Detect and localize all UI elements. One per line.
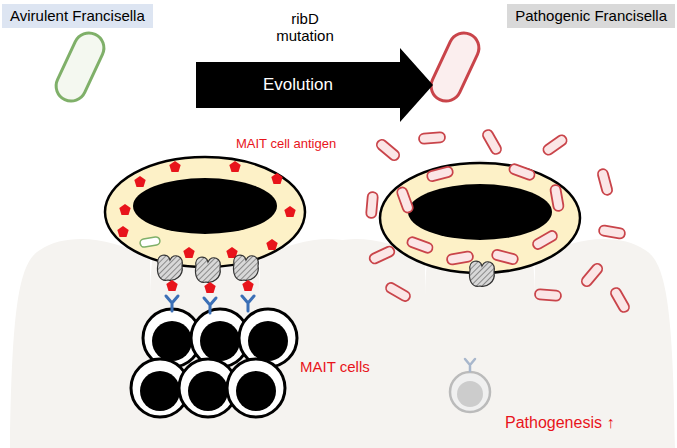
mait-cells (131, 296, 297, 417)
pathogenic-bacterium (426, 28, 484, 106)
strain-label-box: Pathogenic Francisella (507, 4, 675, 28)
infected-cell-left (105, 157, 305, 267)
pathogenic-bacteria (366, 128, 631, 314)
infected-cell-right (380, 163, 580, 273)
antigen-label: MAIT cell antigen (236, 136, 336, 151)
mutation-note: ribD mutation (265, 10, 345, 44)
mr1-molecule-right (469, 261, 494, 286)
cell-label: MAIT cells (300, 358, 370, 375)
arrow-label: Evolution (196, 75, 400, 95)
strain-label-box: Avirulent Francisella (2, 4, 153, 28)
mr1-molecules-left (157, 255, 258, 293)
outcome-label: Pathogenesis ↑ (505, 414, 614, 432)
strain-label: Pathogenic Francisella (515, 7, 667, 25)
arrow-body (196, 48, 433, 122)
faded-mait-cell (450, 359, 490, 412)
antigen-pentagons (117, 161, 295, 258)
strain-label: Avirulent Francisella (10, 7, 145, 25)
avirulent-bacterium (51, 28, 109, 106)
evolution-arrow: ribD mutationEvolution (190, 8, 440, 126)
